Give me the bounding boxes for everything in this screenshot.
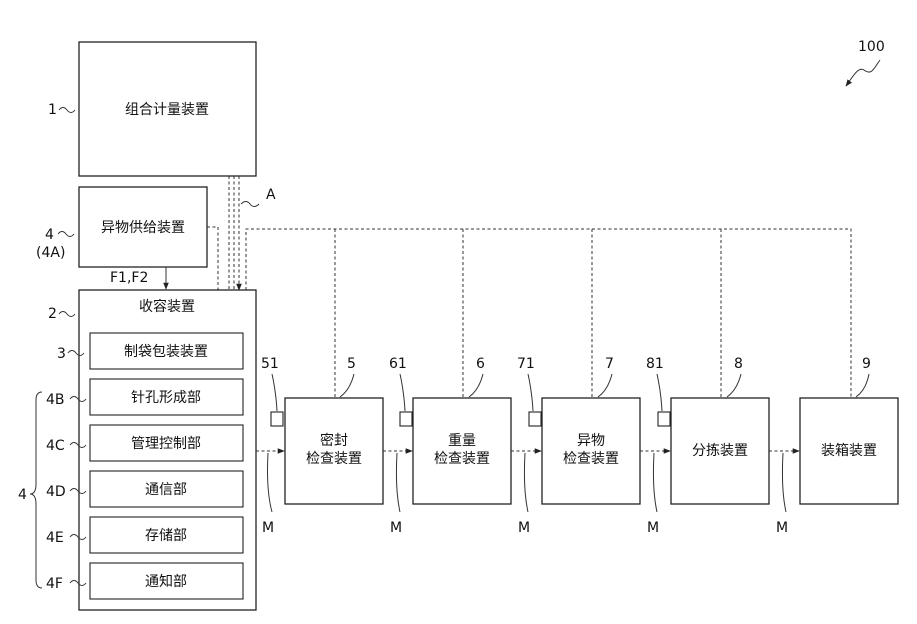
storage-ref: 4E [46, 530, 64, 546]
signal-a-label: A [266, 187, 276, 203]
comm-ref: 4D [46, 484, 66, 500]
foreign-supply-ref-alt: (4A) [36, 245, 65, 261]
combination-weigher-label: 组合计量装置 [125, 102, 209, 118]
system-ref-arrow [846, 60, 880, 86]
bag-maker-label: 制袋包装装置 [124, 344, 208, 360]
receiving-leader [59, 312, 75, 317]
pinhole-ref: 4B [46, 392, 65, 408]
control-label: 管理控制部 [131, 436, 201, 452]
foreign-sensor-leader [528, 374, 533, 411]
foreign-inspection-label-1: 异物 [577, 433, 605, 449]
seal-inspection-ref: 5 [347, 356, 356, 372]
sorter-sensor [658, 412, 670, 426]
sorter-ref: 8 [734, 356, 743, 372]
weight-inspection-ref: 6 [476, 356, 485, 372]
flow-m-label-5: M [776, 520, 788, 536]
combination-weigher-ref: 1 [48, 102, 57, 118]
boxing-label: 装箱装置 [821, 443, 877, 459]
foreign-inspection-label-2: 检查装置 [563, 451, 619, 467]
weight-sensor-ref: 61 [389, 356, 407, 372]
receiving-label: 收容装置 [139, 298, 195, 315]
receiving-ref: 2 [48, 306, 57, 322]
group-brace [30, 392, 42, 588]
flow-m-leader-3 [524, 453, 528, 512]
seal-inspection-label-1: 密封 [320, 432, 348, 449]
flow-m-leader-5 [782, 453, 786, 512]
foreign-sensor-ref: 71 [517, 356, 535, 372]
boxing-leader [856, 374, 869, 397]
weight-inspection-label-2: 检查装置 [434, 451, 490, 467]
foreign-inspection-ref: 7 [605, 356, 614, 372]
flow-m-label-2: M [390, 520, 402, 536]
weight-sensor-leader [400, 374, 405, 411]
foreign-inspection-leader [598, 374, 612, 397]
weight-inspection-leader [469, 374, 483, 397]
comm-bus-dashed [246, 229, 851, 398]
sorter-label: 分拣装置 [692, 443, 748, 459]
flow-m-label-3: M [518, 520, 530, 536]
combination-weigher-leader [59, 108, 75, 113]
flow-m-leader-4 [653, 453, 657, 512]
boxing-ref: 9 [862, 356, 871, 372]
supply-to-receiving-dashed [207, 227, 218, 290]
seal-sensor-ref: 51 [261, 356, 279, 372]
foreign-supply-ref: 4 [45, 227, 54, 243]
signal-f-label: F1,F2 [110, 270, 148, 286]
seal-inspection-leader [340, 374, 354, 397]
comm-label: 通信部 [145, 482, 187, 498]
sorter-leader [727, 374, 741, 397]
control-ref: 4C [46, 438, 65, 454]
seal-sensor [271, 412, 283, 426]
weight-sensor [400, 412, 412, 426]
flow-m-label-4: M [647, 520, 659, 536]
flow-m-leader-1 [268, 453, 273, 512]
bag-maker-ref: 3 [57, 346, 66, 362]
notify-label: 通知部 [145, 573, 187, 590]
foreign-sensor [529, 412, 541, 426]
flow-m-leader-2 [396, 453, 400, 512]
weight-inspection-label-1: 重量 [448, 433, 476, 449]
foreign-supply-leader [58, 232, 74, 237]
notify-ref: 4F [46, 576, 63, 592]
flow-m-label-1: M [262, 520, 274, 536]
storage-label: 存储部 [145, 528, 187, 544]
pinhole-label: 针孔形成部 [131, 390, 201, 406]
group-ref: 4 [18, 487, 27, 503]
sorter-sensor-leader [657, 374, 662, 411]
foreign-supply-label: 异物供给装置 [101, 220, 185, 236]
seal-sensor-leader [272, 374, 277, 411]
system-ref-label: 100 [858, 39, 885, 55]
signal-a-leader [241, 202, 259, 207]
sorter-sensor-ref: 81 [646, 356, 664, 372]
seal-inspection-label-2: 检查装置 [306, 451, 362, 467]
